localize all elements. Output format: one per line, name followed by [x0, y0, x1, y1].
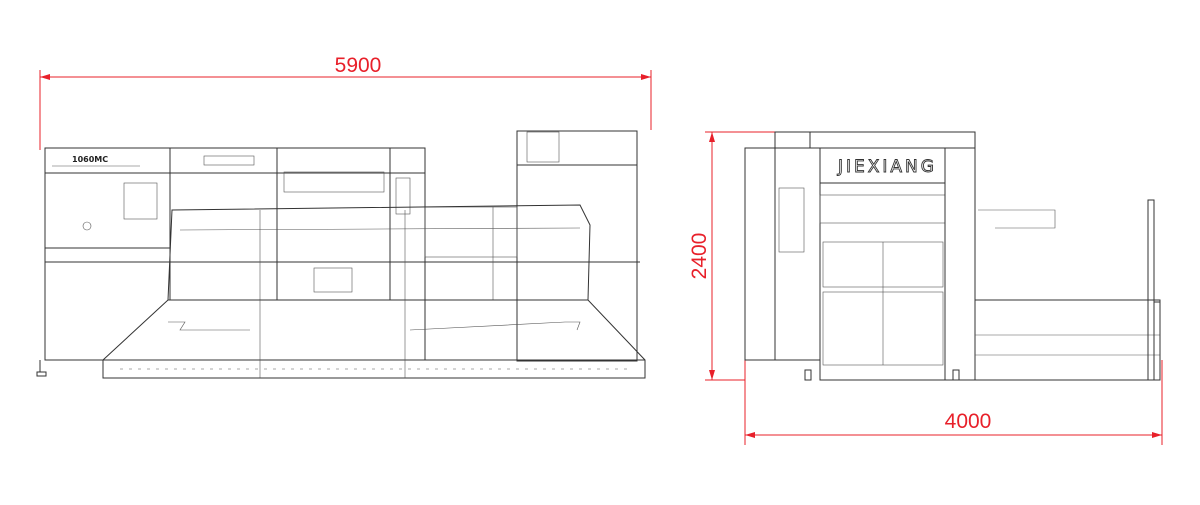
- dimension-height: 2400: [688, 131, 810, 381]
- brand-label: JIEXIANG: [837, 157, 937, 177]
- length-label: 5900: [335, 54, 382, 77]
- side-view: JIEXIANG: [744, 131, 1161, 381]
- front-view: 1060MC: [36, 130, 646, 379]
- model-label: 1060MC: [72, 155, 108, 164]
- height-label: 2400: [688, 233, 711, 280]
- dimension-width: 4000: [744, 360, 1163, 445]
- dimension-length: 5900: [39, 54, 652, 150]
- width-label: 4000: [945, 410, 992, 433]
